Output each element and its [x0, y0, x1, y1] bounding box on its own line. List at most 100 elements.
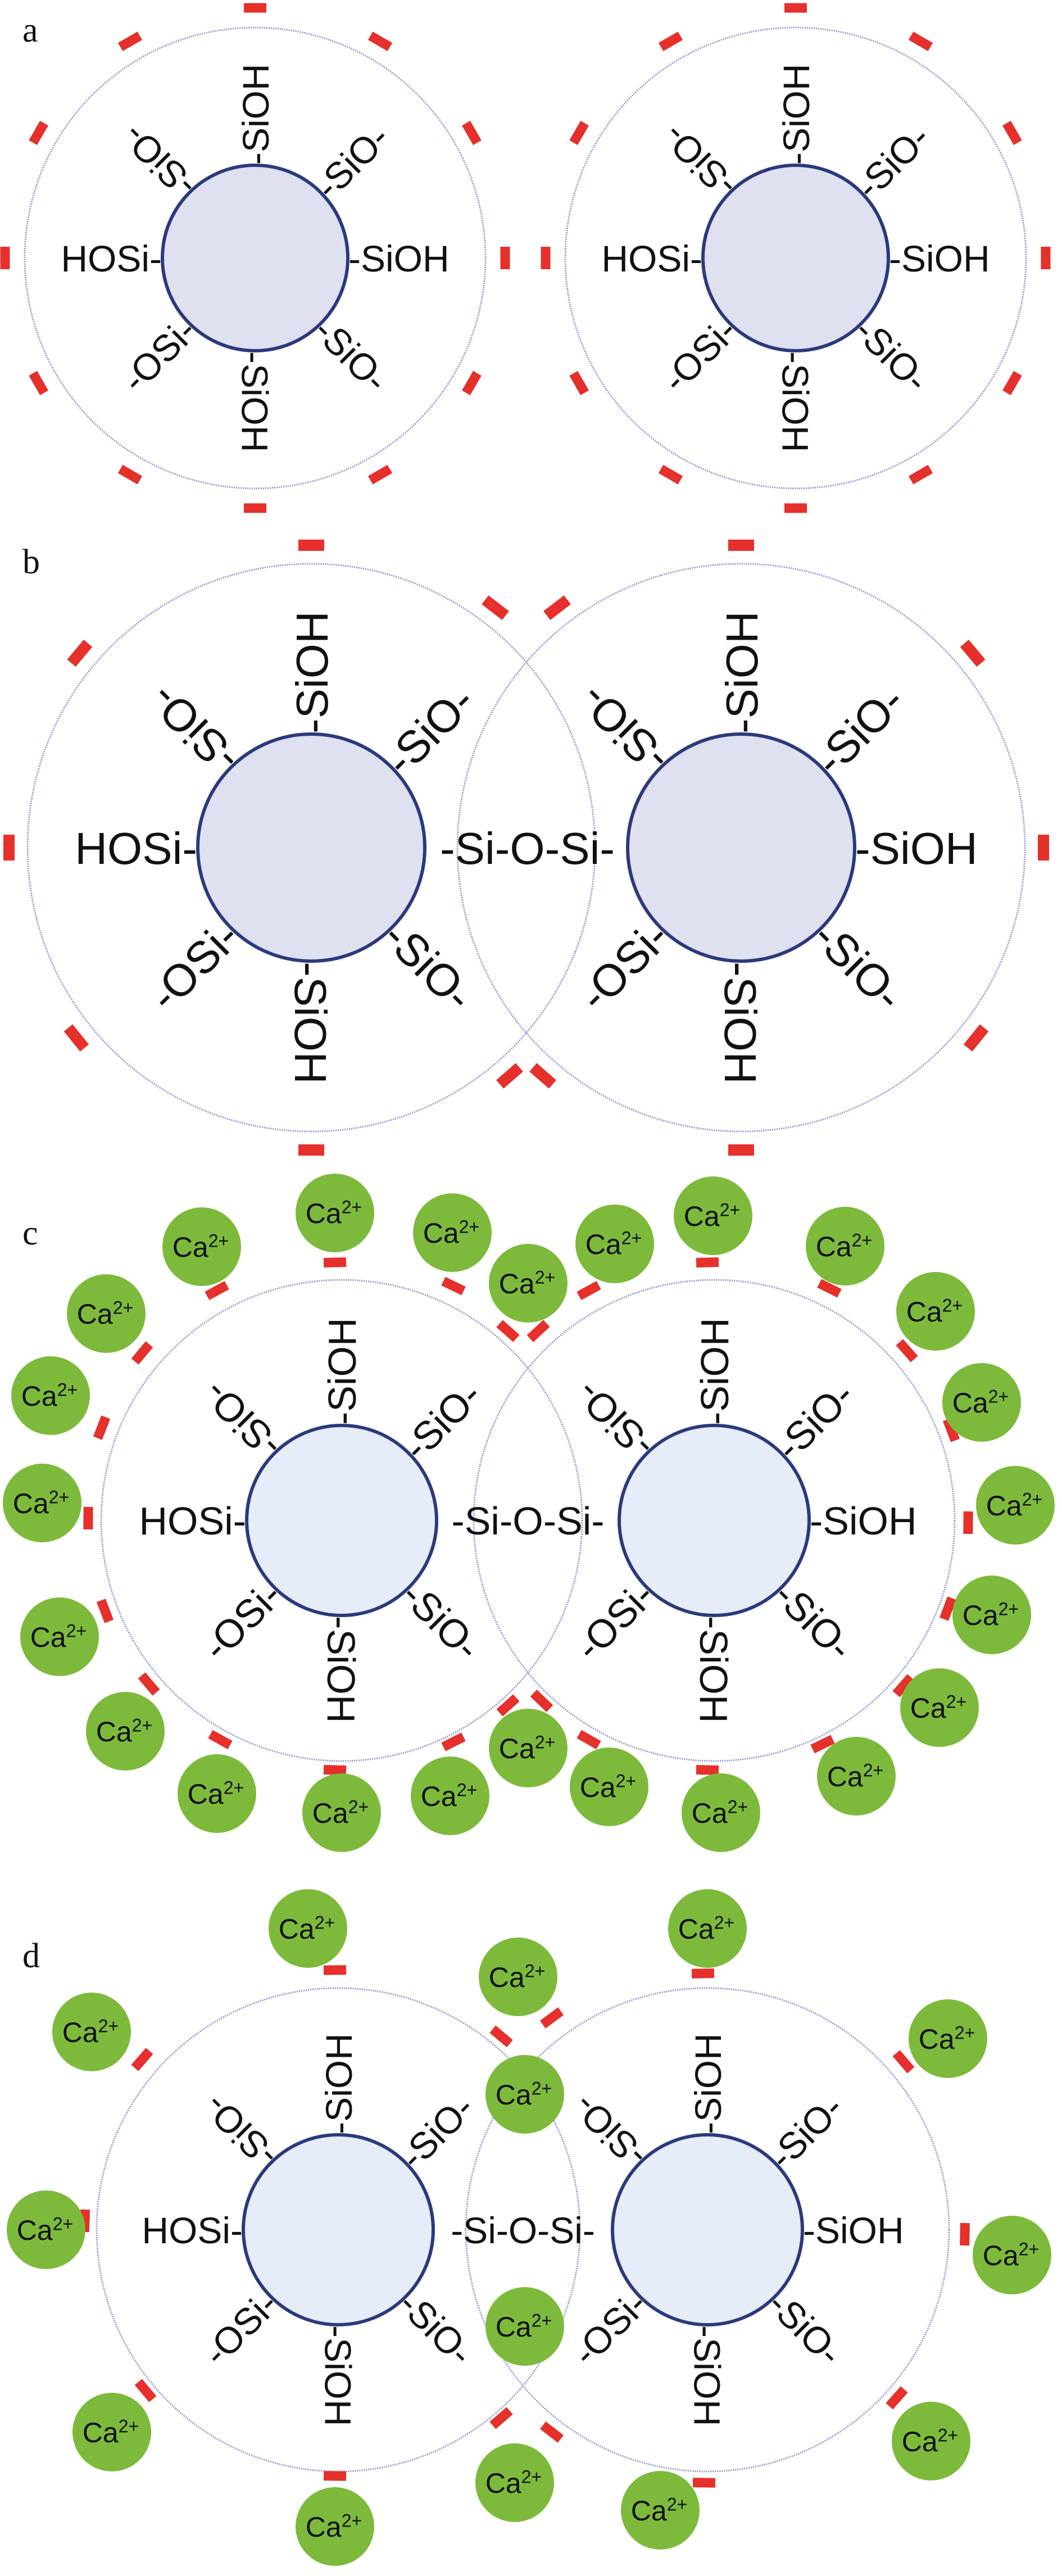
silica-particle-core: [245, 1424, 438, 1617]
calcium-ion-label: Ca2+: [485, 2466, 542, 2499]
calcium-ion-circle: [178, 1754, 256, 1833]
calcium-ion-label: Ca2+: [13, 1487, 69, 1519]
negative-charge-mark: [543, 595, 571, 621]
negative-charge-mark: [367, 31, 393, 51]
calcium-ion-label: Ca2+: [96, 1715, 152, 1747]
negative-charge-mark: [1002, 120, 1022, 146]
ion-charge: 2+: [863, 1760, 883, 1780]
calcium-ion-label: Ca2+: [77, 1297, 133, 1330]
calcium-ion: Ca2+: [86, 1692, 165, 1771]
calcium-ion-label: Ca2+: [279, 1912, 335, 1945]
calcium-ion: Ca2+: [296, 1174, 374, 1252]
calcium-ion: Ca2+: [52, 1993, 131, 2071]
negative-charge-mark: [960, 640, 986, 667]
calcium-ion-circle: [621, 2471, 700, 2550]
calcium-ion-circle: [11, 1356, 90, 1435]
siloxane-bridge: -Si-O-Si-: [440, 823, 615, 873]
surface-group-left: HOSi-: [139, 1499, 246, 1543]
calcium-ion-circle: [86, 1692, 165, 1771]
ion-symbol: Ca: [952, 1387, 988, 1419]
silica-particle-core: [611, 2133, 804, 2326]
surface-group-top: -SiOH: [717, 611, 767, 734]
surface-group-left: HOSi-: [61, 238, 162, 279]
ion-charge: 2+: [119, 2416, 139, 2436]
ion-charge: 2+: [342, 2510, 362, 2530]
calcium-ion: Ca2+: [485, 2055, 564, 2134]
ion-charge: 2+: [667, 2494, 687, 2514]
negative-charge-mark: [131, 2048, 153, 2071]
calcium-ion-circle: [413, 1193, 492, 1272]
ion-symbol: Ca: [30, 1622, 66, 1653]
surface-group-left: HOSi-: [601, 238, 702, 279]
negative-charge-mark: [93, 1415, 111, 1440]
calcium-ion-label: Ca2+: [678, 1912, 734, 1945]
panel-label-c: c: [22, 1214, 38, 1252]
negative-charge-mark: [496, 1694, 520, 1717]
calcium-ion: Ca2+: [67, 1274, 146, 1353]
ion-charge: 2+: [342, 1197, 362, 1217]
calcium-ion-circle: [52, 1993, 131, 2071]
calcium-ion-label: Ca2+: [906, 1295, 963, 1328]
negative-charge-mark: [908, 31, 933, 51]
negative-charge-mark: [441, 1276, 466, 1296]
negative-charge-mark: [577, 1730, 601, 1750]
negative-charge-mark: [3, 835, 15, 861]
ion-symbol: Ca: [21, 1380, 57, 1412]
surface-group-top: -SiOH: [320, 1318, 364, 1425]
calcium-ion-circle: [485, 2055, 564, 2134]
negative-charge-mark: [323, 2471, 347, 2481]
negative-charge-mark: [441, 1732, 466, 1751]
calcium-ion-label: Ca2+: [30, 1620, 87, 1653]
calcium-ion-label: Ca2+: [692, 1796, 748, 1829]
negative-charge-mark: [0, 247, 10, 269]
calcium-ion: Ca2+: [302, 1773, 381, 1852]
surface-group-top: -SiOH: [318, 2033, 360, 2134]
ion-charge: 2+: [98, 2016, 119, 2036]
negative-charge-mark: [489, 2025, 513, 2048]
negative-charge-mark: [963, 1511, 973, 1534]
surface-group-bottom: -SiOH: [234, 351, 275, 452]
calcium-ion-circle: [72, 2393, 151, 2471]
ion-symbol: Ca: [173, 1232, 208, 1263]
calcium-ion-label: Ca2+: [910, 1691, 966, 1724]
calcium-ion-circle: [682, 1773, 760, 1852]
negative-charge-mark: [244, 503, 266, 513]
calcium-ion: Ca2+: [162, 1207, 241, 1286]
ion-charge: 2+: [955, 2022, 975, 2043]
silica-particle-core: [242, 2133, 435, 2326]
surface-group-right: -SiOH: [855, 823, 978, 873]
negative-charge-mark: [696, 1764, 719, 1776]
ion-symbol: Ca: [496, 2079, 532, 2111]
calcium-ion-circle: [900, 1668, 979, 1747]
ion-symbol: Ca: [312, 1798, 348, 1829]
calcium-ion: Ca2+: [3, 1464, 81, 1542]
silica-particle-core: [196, 732, 426, 963]
calcium-ion-circle: [896, 1272, 975, 1351]
negative-charge-mark: [1038, 835, 1049, 861]
negative-charge-mark: [500, 247, 510, 269]
calcium-ion: Ca2+: [909, 1999, 987, 2078]
negative-charge-mark: [323, 1965, 347, 1975]
panel-d: d -SiOH-SiO--SiO--SiOH-OSi-HOSi--SiO--Si…: [7, 1889, 1051, 2566]
silica-particle-core: [161, 164, 350, 352]
calcium-ion: Ca2+: [817, 1737, 896, 1816]
electrical-double-layer-shell: [24, 26, 487, 490]
electrical-double-layer-shell: [100, 1279, 583, 1762]
calcium-ion-label: Ca2+: [496, 2310, 552, 2343]
surface-group-bottom: -SiOH: [692, 1616, 736, 1723]
surface-group-bottom: -SiOH: [686, 2325, 728, 2426]
negative-charge-mark: [462, 120, 482, 146]
calcium-ion-circle: [489, 1709, 568, 1787]
ion-symbol: Ca: [96, 1716, 132, 1747]
silica-particle-core: [618, 1424, 811, 1617]
ion-symbol: Ca: [499, 1733, 535, 1764]
negative-charge-mark: [208, 1730, 233, 1750]
surface-group-right: -SiOH: [803, 2210, 904, 2251]
calcium-ion-label: Ca2+: [986, 1489, 1042, 1522]
ion-charge: 2+: [113, 1297, 133, 1318]
calcium-ion-label: Ca2+: [586, 1228, 642, 1260]
calcium-ion-label: Ca2+: [421, 1780, 477, 1812]
ion-symbol: Ca: [631, 2495, 667, 2527]
negative-charge-mark: [728, 1144, 754, 1156]
silica-particle-core: [626, 732, 856, 963]
